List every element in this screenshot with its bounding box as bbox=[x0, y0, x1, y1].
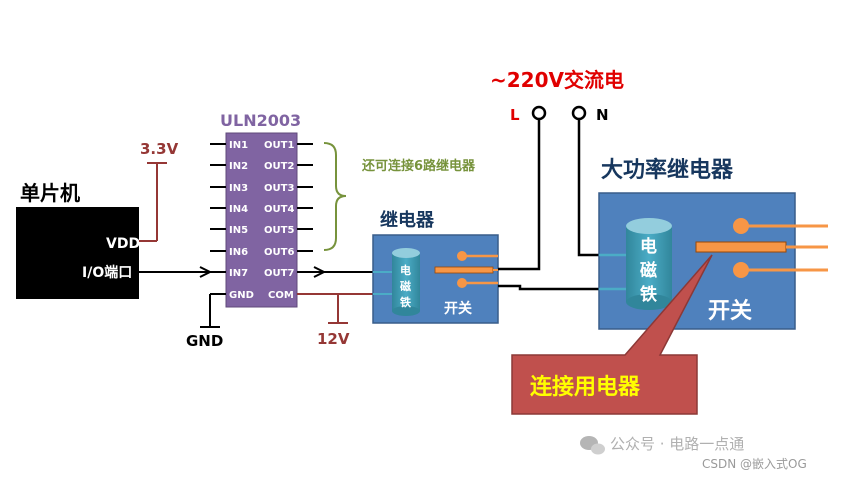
label-com: COM bbox=[268, 290, 294, 301]
small-coil-label: 电 磁 铁 bbox=[400, 263, 411, 309]
big-coil-body bbox=[626, 226, 672, 302]
label-out5: OUT5 bbox=[264, 225, 294, 236]
big-coil-label: 电 磁 铁 bbox=[640, 236, 657, 305]
label-in3: IN3 bbox=[229, 183, 248, 194]
label-in5: IN5 bbox=[229, 225, 248, 236]
ac-n-terminal bbox=[571, 105, 587, 121]
small-coil-char-3: 铁 bbox=[400, 295, 411, 309]
big-coil-char-3: 铁 bbox=[640, 284, 657, 305]
uln-pins bbox=[210, 143, 313, 295]
watermark-main: 公众号 · 电路一点通 bbox=[610, 435, 744, 453]
watermark-sub: CSDN @嵌入式OG bbox=[702, 457, 807, 471]
uln-pin-labels: IN1 IN2 IN3 IN4 IN5 IN6 IN7 GND OUT1 OUT… bbox=[229, 140, 294, 301]
small-coil-char-2: 磁 bbox=[400, 279, 411, 293]
big-switch-armature bbox=[695, 241, 787, 253]
callout-shape bbox=[511, 254, 713, 415]
label-out4: OUT4 bbox=[264, 204, 294, 215]
out7-arrow bbox=[313, 266, 327, 278]
label-out7: OUT7 bbox=[264, 268, 294, 279]
label-in6: IN6 bbox=[229, 247, 248, 258]
label-out1: OUT1 bbox=[264, 140, 294, 151]
big-switch-label: 开关 bbox=[708, 299, 752, 324]
big-relay-coil bbox=[626, 218, 672, 310]
small-coil-char-1: 电 bbox=[400, 263, 411, 277]
small-coil-top bbox=[392, 248, 420, 258]
uln-chip bbox=[225, 132, 298, 308]
small-relay-coil bbox=[392, 248, 420, 316]
ac-l-label: L bbox=[510, 106, 520, 124]
mcu-vdd-label: VDD bbox=[106, 236, 140, 252]
label-in2: IN2 bbox=[229, 161, 248, 172]
watermark: 公众号 · 电路一点通 CSDN @嵌入式OG bbox=[580, 435, 807, 471]
mcu-block bbox=[16, 207, 139, 299]
small-switch-label: 开关 bbox=[444, 300, 472, 317]
wechat-icon bbox=[580, 436, 605, 455]
relay-link-wire bbox=[498, 284, 620, 291]
ac-l-terminal bbox=[531, 105, 547, 121]
big-coil-char-2: 磁 bbox=[640, 260, 657, 281]
load-callout: 连接用电器 bbox=[511, 254, 713, 415]
big-coil-top bbox=[626, 218, 672, 234]
gnd-label: GND bbox=[186, 332, 223, 350]
small-coil-body bbox=[392, 253, 420, 311]
small-relay-box bbox=[372, 234, 499, 324]
mcu-title: 单片机 bbox=[20, 181, 80, 205]
label-out3: OUT3 bbox=[264, 183, 294, 194]
uln-title: ULN2003 bbox=[220, 111, 301, 130]
big-coil-bottom bbox=[626, 294, 672, 310]
label-gnd: GND bbox=[229, 290, 254, 301]
label-in7: IN7 bbox=[229, 268, 248, 279]
label-in4: IN4 bbox=[229, 204, 248, 215]
big-relay-title: 大功率继电器 bbox=[601, 157, 734, 183]
supply-33v-label: 3.3V bbox=[140, 140, 179, 158]
ac-n-label: N bbox=[596, 106, 609, 124]
ac-title: ~220V交流电 bbox=[490, 68, 624, 92]
supply-12v-label: 12V bbox=[317, 330, 350, 348]
callout-text: 连接用电器 bbox=[530, 374, 641, 400]
ac-l-wire bbox=[498, 119, 541, 271]
label-in1: IN1 bbox=[229, 140, 248, 151]
small-switch-armature bbox=[434, 266, 494, 274]
outputs-brace bbox=[323, 142, 347, 251]
label-out6: OUT6 bbox=[264, 247, 294, 258]
small-coil-bottom bbox=[392, 306, 420, 316]
small-relay-title: 继电器 bbox=[380, 209, 435, 231]
brace-note: 还可连接6路继电器 bbox=[361, 158, 476, 174]
label-out2: OUT2 bbox=[264, 161, 294, 172]
mcu-io-label: I/O端口 bbox=[82, 264, 132, 281]
big-coil-char-1: 电 bbox=[640, 236, 657, 257]
